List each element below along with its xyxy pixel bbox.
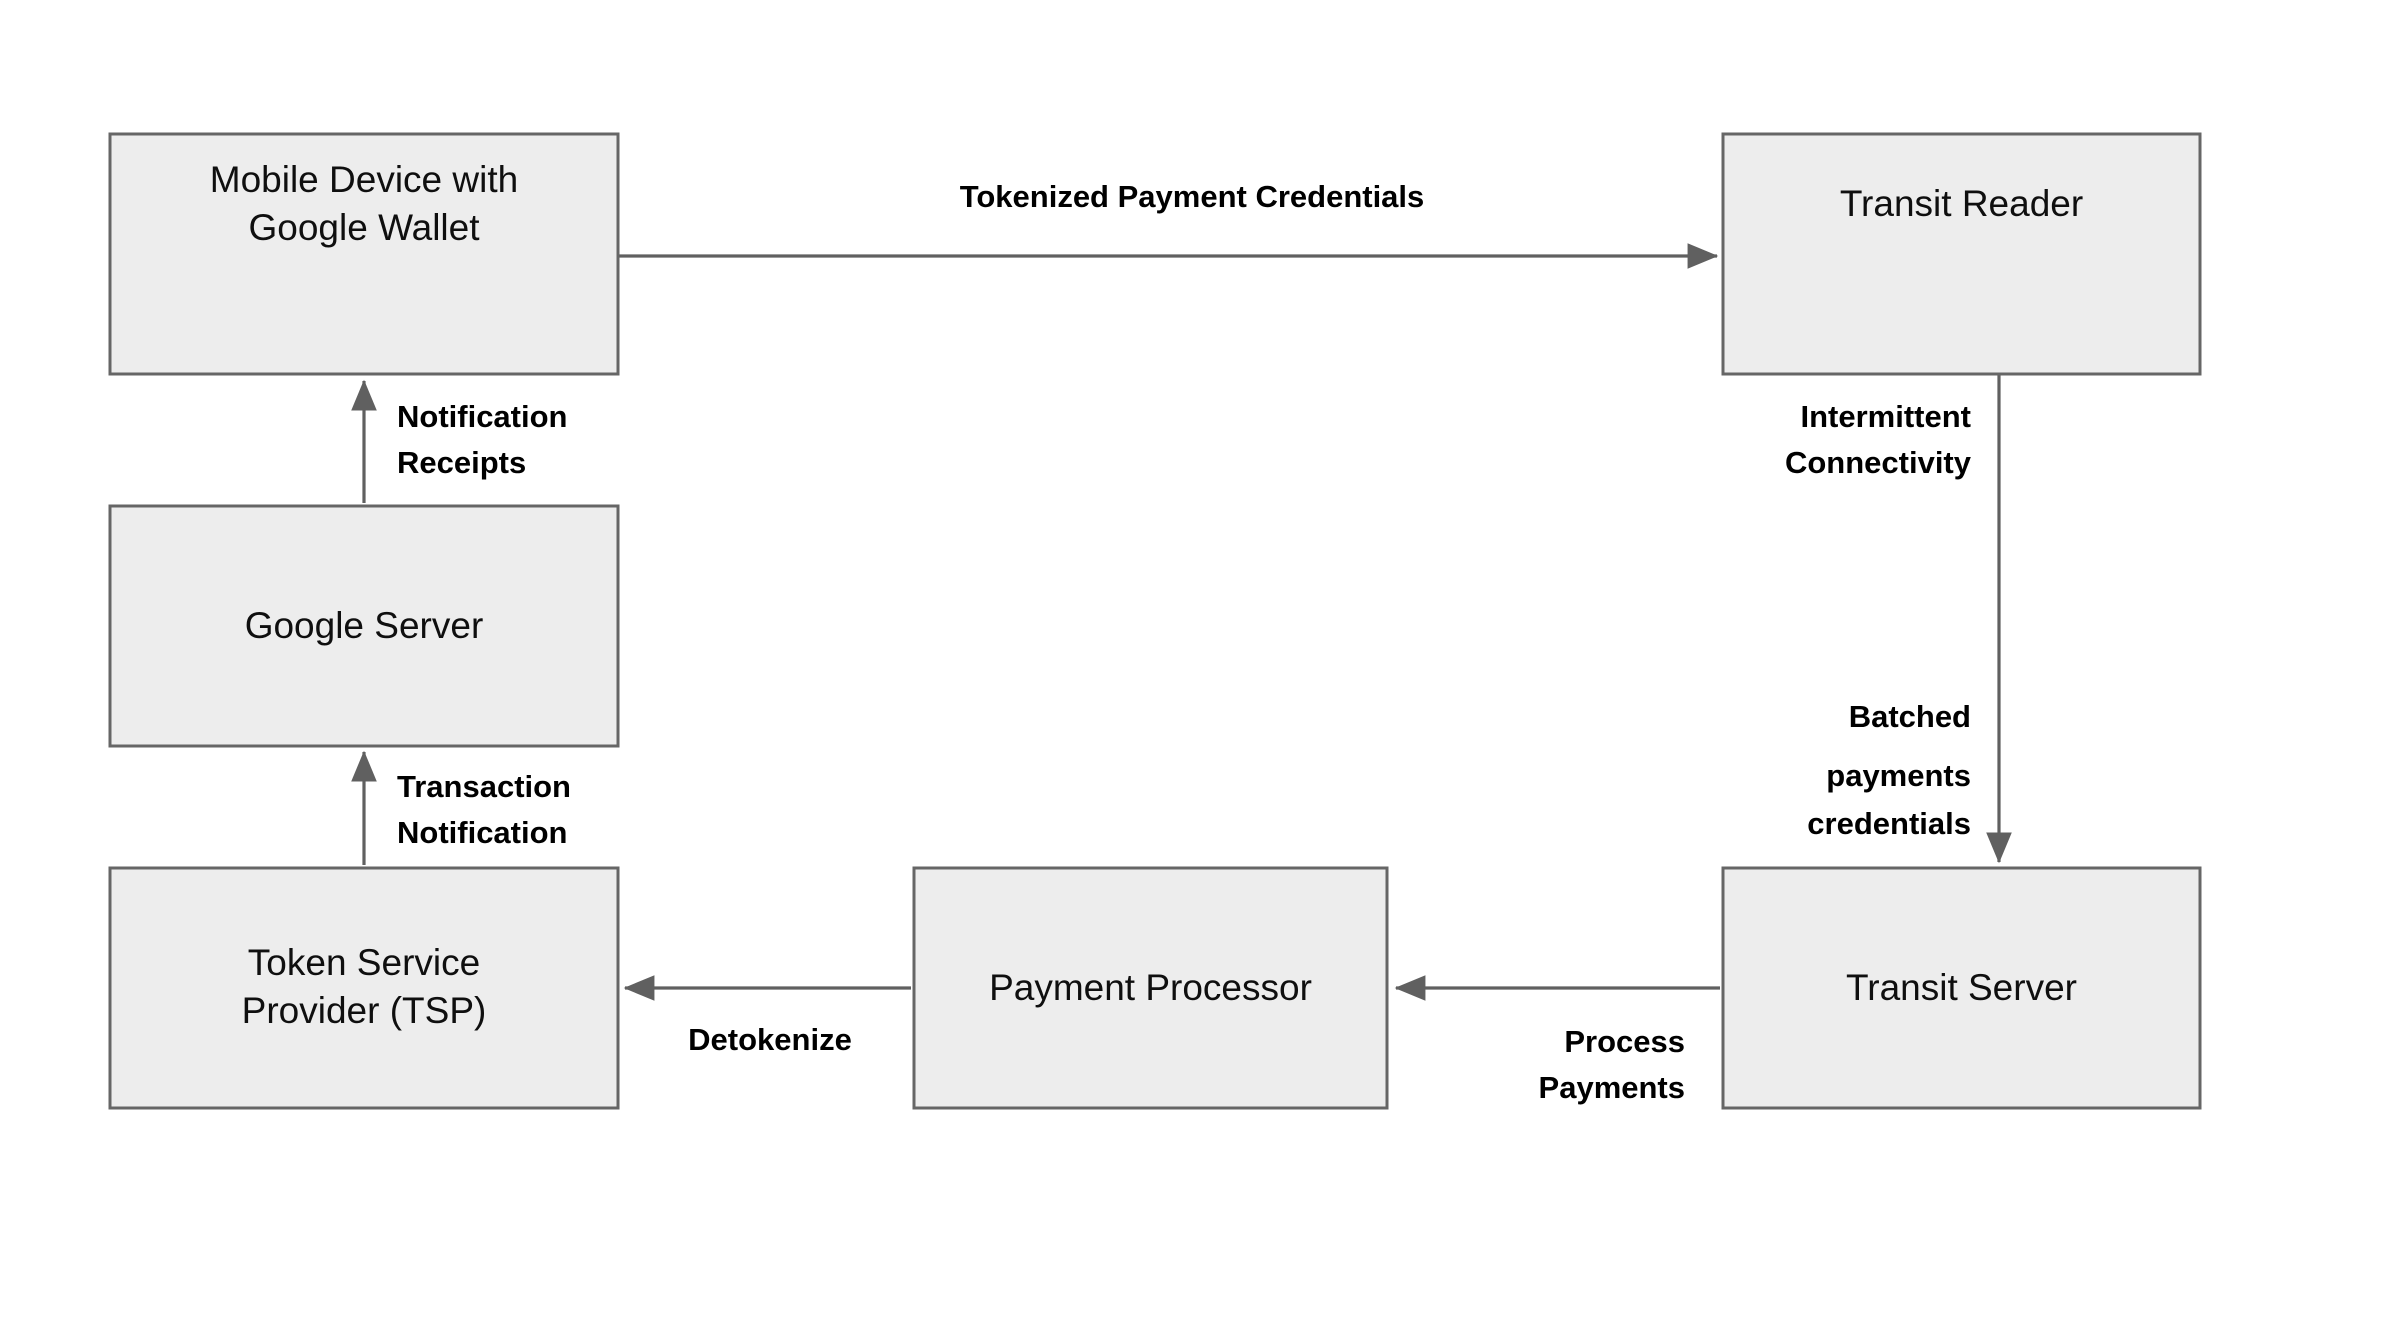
node-token-service-provider[interactable]: Token Service Provider (TSP)	[108, 866, 620, 1110]
edge-process-payments: Process Payments	[1394, 975, 1720, 1105]
node-rect-payment-processor[interactable]	[912, 866, 1389, 1110]
edge-label-batched-payments-credentials-line3: credentials	[1807, 806, 1971, 841]
edge-label-tokenized-payment-credentials: Tokenized Payment Credentials	[960, 179, 1425, 214]
edge-label-notification-receipts-line2: Receipts	[397, 445, 526, 480]
node-label-transit-server: Transit Server	[1846, 967, 2077, 1008]
edge-tokenized-payment-credentials: Tokenized Payment Credentials	[618, 179, 1719, 269]
node-rect-transit-server[interactable]	[1721, 866, 2202, 1110]
node-label-google-server: Google Server	[245, 605, 484, 646]
node-mobile-device[interactable]: Mobile Device with Google Wallet	[108, 132, 620, 376]
node-rect-token-service-provider[interactable]	[108, 866, 620, 1110]
edge-label-transaction-notification-line1: Transaction	[397, 769, 571, 804]
node-transit-reader[interactable]: Transit Reader	[1721, 132, 2202, 376]
edge-label-detokenize: Detokenize	[688, 1022, 852, 1057]
node-rect-mobile-device[interactable]	[108, 132, 620, 376]
edge-label-intermittent-connectivity-line2: Connectivity	[1785, 445, 1972, 480]
edge-label-process-payments-line2: Payments	[1539, 1070, 1685, 1105]
node-rect-google-server[interactable]	[108, 504, 620, 748]
node-label-token-service-provider-line2: Provider (TSP)	[242, 990, 487, 1031]
node-transit-server[interactable]: Transit Server	[1721, 866, 2202, 1110]
node-rect-transit-reader[interactable]	[1721, 132, 2202, 376]
node-label-transit-reader: Transit Reader	[1840, 183, 2083, 224]
node-label-mobile-device-line2: Google Wallet	[248, 207, 480, 248]
edge-notification-receipts: Notification Receipts	[351, 379, 568, 503]
edge-label-notification-receipts-line1: Notification	[397, 399, 568, 434]
edge-intermittent-connectivity: Intermittent Connectivity	[1785, 375, 2012, 864]
edge-transaction-notification: Transaction Notification	[351, 750, 571, 865]
node-payment-processor[interactable]: Payment Processor	[912, 866, 1389, 1110]
edge-detokenize: Detokenize	[623, 975, 911, 1057]
edge-batched-payments-credentials: Batched payments credentials	[1807, 699, 1971, 841]
node-label-payment-processor: Payment Processor	[989, 967, 1312, 1008]
edge-label-transaction-notification-line2: Notification	[397, 815, 568, 850]
node-label-mobile-device-line1: Mobile Device with	[210, 159, 518, 200]
edge-label-process-payments-line1: Process	[1564, 1024, 1685, 1059]
edge-label-batched-payments-credentials-line2: payments	[1826, 758, 1971, 793]
edge-label-intermittent-connectivity-line1: Intermittent	[1801, 399, 1972, 434]
node-label-token-service-provider-line1: Token Service	[248, 942, 480, 983]
node-google-server[interactable]: Google Server	[108, 504, 620, 748]
edge-label-batched-payments-credentials-line1: Batched	[1849, 699, 1971, 734]
